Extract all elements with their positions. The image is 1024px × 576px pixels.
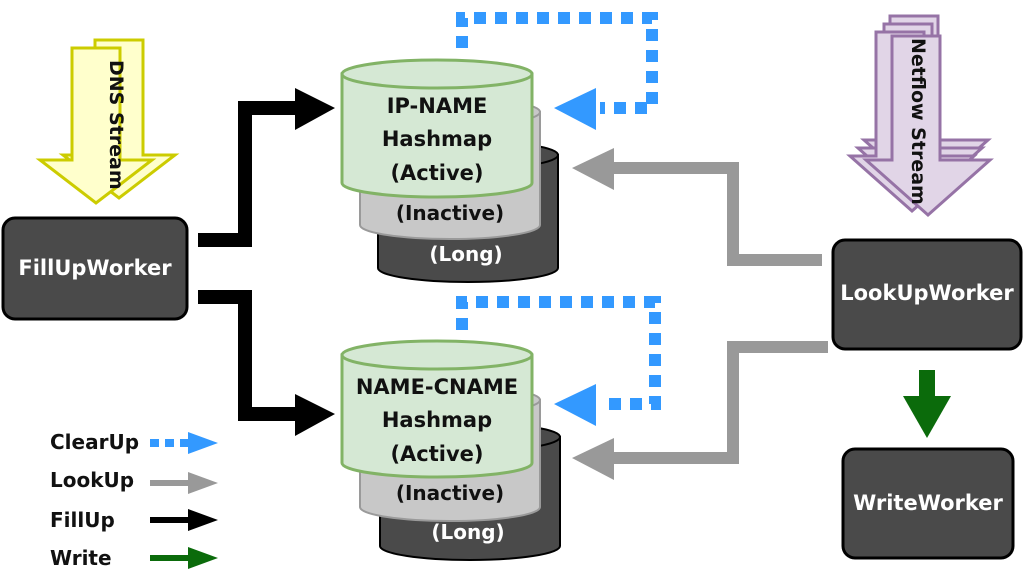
hashmap-long-label: (Long) [431, 520, 504, 544]
legend-lookup-arrowhead [188, 472, 218, 494]
hashmap-active-label: (Active) [390, 161, 483, 185]
fillup-arrow-to-name-cname [198, 290, 335, 436]
hashmap-name-cname: NAME-CNAME Hashmap (Active) (Inactive) (… [340, 339, 561, 561]
hashmap-inactive-label: (Inactive) [396, 481, 504, 505]
lookup-arrow-to-name-cname [572, 341, 828, 480]
hashmap-subtitle: Hashmap [382, 127, 492, 151]
lookup-arrow-to-ip-name [572, 148, 822, 266]
hashmap-active-label: (Active) [390, 442, 483, 466]
dns-stream-label: DNS Stream [105, 60, 127, 190]
hashmap-long-label: (Long) [429, 242, 502, 266]
hashmap-name: IP-NAME [387, 94, 488, 118]
write-worker-box: WriteWorker [841, 447, 1015, 560]
clearup-arrow-name-cname [456, 296, 661, 426]
active-cylinder [340, 339, 534, 479]
legend-lookup-label: LookUp [50, 468, 134, 492]
netflow-stream: Netflow Stream [846, 14, 994, 218]
legend-clearup-arrowhead [188, 432, 218, 454]
hashmap-name: NAME-CNAME [356, 375, 518, 399]
hashmap-inactive-label: (Inactive) [396, 201, 504, 225]
fillup-arrow-to-ip-name [198, 88, 335, 247]
legend-clearup-label: ClearUp [50, 430, 139, 454]
lookup-worker-label: LookUpWorker [840, 281, 1014, 305]
fillup-worker-box: FillUpWorker [1, 216, 189, 321]
hashmap-subtitle: Hashmap [382, 408, 492, 432]
active-cylinder [340, 58, 534, 199]
legend-fillup-arrowhead [188, 509, 218, 531]
fillup-worker-label: FillUpWorker [18, 256, 172, 280]
legend-write-arrowhead [188, 547, 218, 569]
write-worker-label: WriteWorker [853, 491, 1003, 515]
lookup-worker-box: LookUpWorker [831, 238, 1023, 351]
legend-fillup-label: FillUp [50, 508, 115, 532]
write-arrow [903, 370, 951, 438]
clearup-arrow-ip-name [456, 12, 658, 130]
dns-stream: DNS Stream [35, 38, 180, 205]
legend-write-label: Write [50, 546, 112, 570]
netflow-stream-label: Netflow Stream [907, 38, 929, 205]
legend: ClearUp LookUp FillUp Write [50, 430, 218, 570]
hashmap-ip-name: IP-NAME Hashmap (Active) (Inactive) (Lon… [340, 58, 559, 283]
